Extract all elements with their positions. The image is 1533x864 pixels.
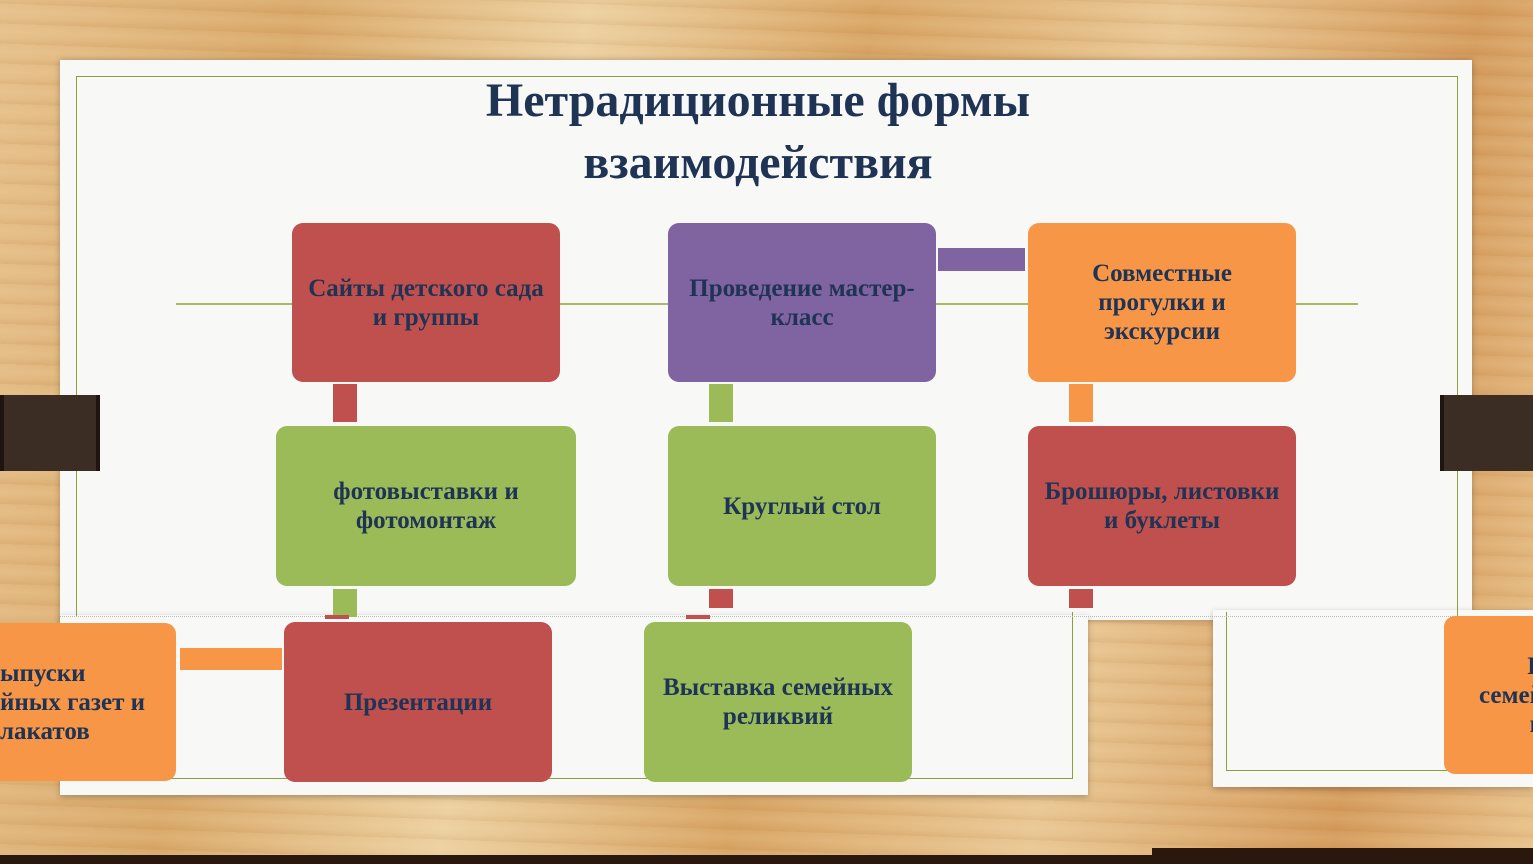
slice-seam <box>60 616 1533 617</box>
box-round-table: Круглый стол <box>668 426 936 586</box>
title-line-1: Нетрадиционные формы <box>485 74 1031 127</box>
box-relics-label: Выставка семейных реликвий <box>662 674 894 730</box>
connector-red-1 <box>333 384 357 422</box>
slide-frame-lower <box>76 612 1073 779</box>
box-newspapers-label: ыпуски йных газет и лакатов <box>0 659 146 745</box>
binder-clip-right <box>1440 395 1533 471</box>
bottom-dark-strip <box>0 855 1533 864</box>
box-sites: Сайты детского сада и группы <box>292 223 560 382</box>
slide-frame-lower-right <box>1226 612 1533 771</box>
slide-paper-lower <box>60 615 1088 795</box>
box-master-class: Проведение мастер-класс <box>668 223 936 382</box>
box-presentations-label: Презентации <box>343 688 493 716</box>
box-walks: Совместные прогулки и экскурсии <box>1028 223 1296 382</box>
connector-green-1 <box>709 384 733 422</box>
connector-red-2 <box>709 589 733 608</box>
title-line-2: взаимодействия <box>583 136 933 189</box>
box-sites-label: Сайты детского сада и группы <box>308 274 544 331</box>
box-photo: фотовыставки и фотомонтаж <box>276 426 576 586</box>
box-newspapers-partial: ыпуски йных газет и лакатов <box>0 623 176 781</box>
connector-purple-horizontal <box>938 248 1025 271</box>
box-brochures: Брошюры, листовки и буклеты <box>1028 426 1296 586</box>
box-brochures-label: Брошюры, листовки и буклеты <box>1044 478 1280 534</box>
slide-frame <box>76 76 1458 617</box>
connector-red-stub-1 <box>325 615 349 619</box>
box-master-class-label: Проведение мастер-класс <box>689 274 915 331</box>
box-right-partial: В семей п <box>1444 616 1533 774</box>
binder-clip-left <box>0 395 100 471</box>
slide-title: Нетрадиционные формы взаимодействия <box>330 70 1186 194</box>
box-photo-label: фотовыставки и фотомонтаж <box>333 478 519 534</box>
connector-red-3 <box>1069 589 1093 608</box>
connector-orange-1 <box>1069 384 1093 422</box>
connector-red-stub-2 <box>686 615 710 619</box>
box-presentations: Презентации <box>284 622 552 782</box>
box-walks-label: Совместные прогулки и экскурсии <box>1092 260 1232 345</box>
connector-green-2 <box>333 589 357 617</box>
box-round-table-label: Круглый стол <box>723 492 881 520</box>
bottom-dark-strip-right <box>1152 848 1533 864</box>
box-relics: Выставка семейных реликвий <box>644 622 912 782</box>
box-right-partial-label: В семей п <box>1478 653 1533 738</box>
connector-orange-horizontal <box>180 648 282 670</box>
